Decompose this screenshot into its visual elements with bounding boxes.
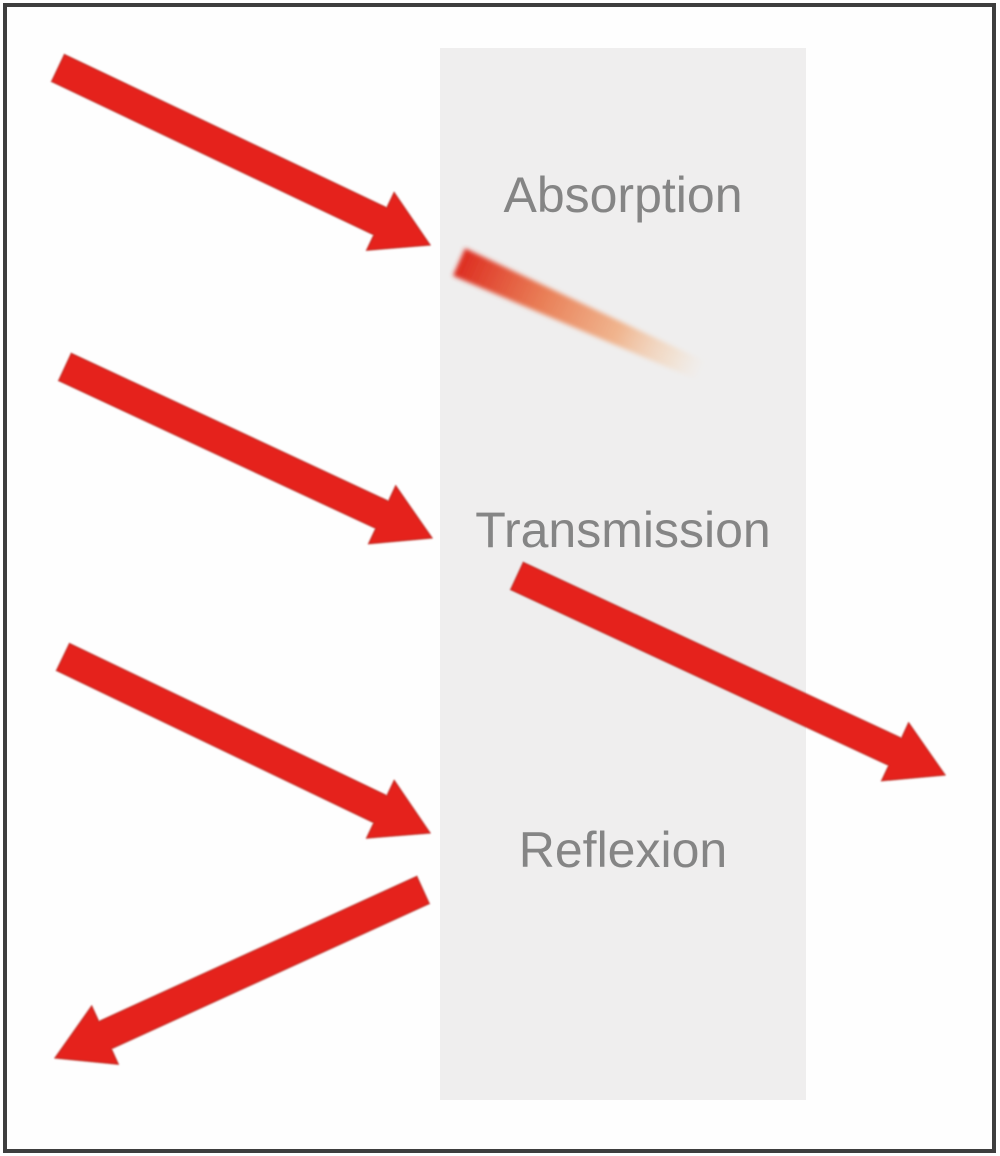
absorption-label: Absorption <box>503 167 743 223</box>
material-slab <box>440 48 806 1100</box>
reflected-ray <box>54 875 431 1066</box>
reflexion-label: Reflexion <box>518 822 728 878</box>
absorbed-ray <box>452 248 707 381</box>
transmission-label: Transmission <box>475 502 771 558</box>
incident-ray-middle <box>57 352 433 545</box>
incident-ray-top <box>50 53 431 252</box>
transmitted-ray <box>509 561 946 782</box>
light-rays-group <box>50 53 946 1066</box>
incident-ray-bottom <box>55 642 431 840</box>
